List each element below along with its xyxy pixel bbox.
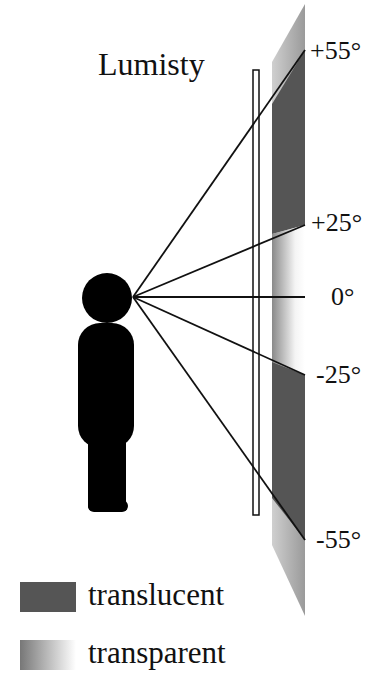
- legend-text: transparent: [88, 637, 226, 668]
- legend-swatch: [20, 640, 76, 670]
- legend-swatch: [20, 582, 76, 612]
- screen-wall: [272, 4, 305, 616]
- angle-label: +25°: [311, 210, 362, 236]
- film-label: Lumisty: [98, 48, 205, 80]
- transparent-band: [272, 225, 305, 375]
- translucent-band: [272, 362, 305, 540]
- angle-label: 0°: [331, 284, 354, 310]
- legend-text: translucent: [88, 579, 224, 610]
- translucent-band: [272, 50, 305, 234]
- sight-lines: [133, 50, 305, 540]
- person-figure: [78, 273, 134, 512]
- angle-label: +55°: [310, 38, 361, 64]
- lumisty-panel: [253, 70, 259, 515]
- angle-label: -55°: [316, 527, 361, 553]
- angle-label: -25°: [316, 362, 361, 388]
